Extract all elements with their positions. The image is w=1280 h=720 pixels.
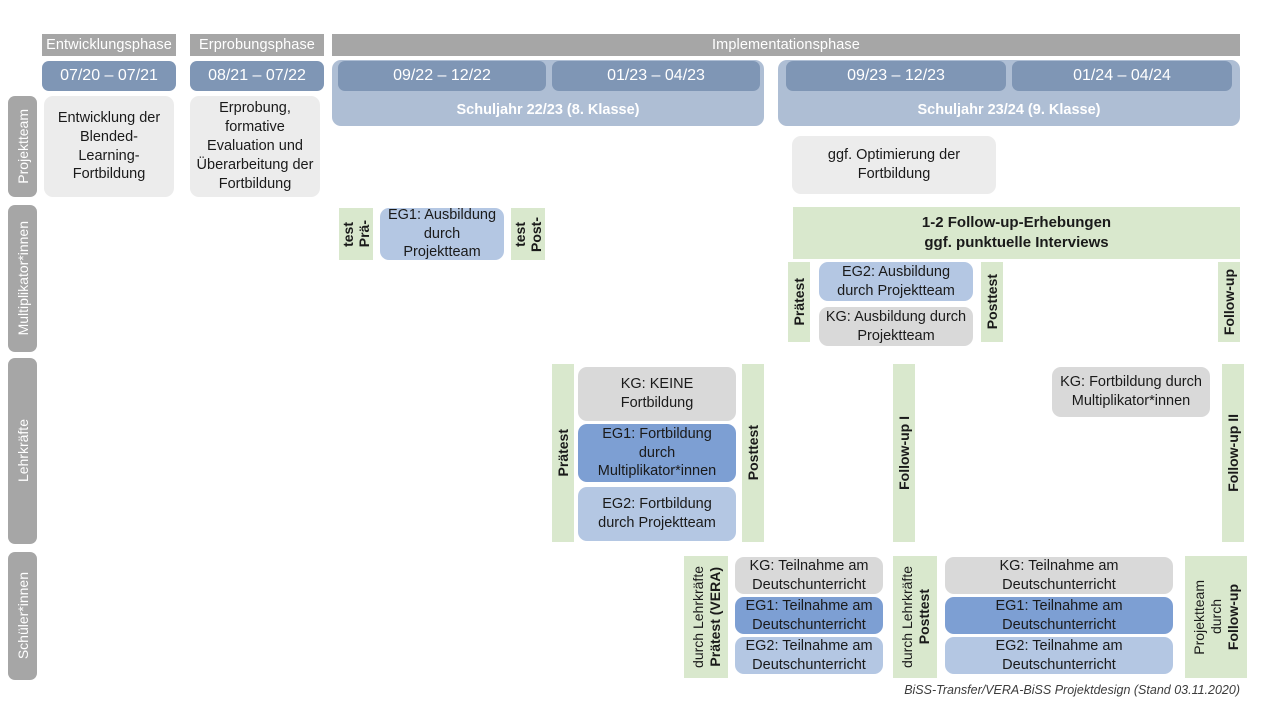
schueler-praetest-vera-bar: Prätest (VERA) durch Lehrkräfte xyxy=(684,556,728,678)
period-label: 07/20 – 07/21 xyxy=(60,67,158,84)
footer-source-note: BiSS-Transfer/VERA-BiSS Projektdesign (S… xyxy=(904,683,1240,697)
multiplikatoren-praetest-bar-2: Prätest xyxy=(788,262,810,342)
period-chip-0720-0721: 07/20 – 07/21 xyxy=(42,61,176,91)
school-year-label: Schuljahr 23/24 (9. Klasse) xyxy=(917,102,1101,118)
phase-header-implementationsphase: Implementationsphase xyxy=(332,34,1240,56)
multiplikatoren-praetest-bar-1: Prä- test xyxy=(339,208,373,260)
period-chip-0821-0722: 08/21 – 07/22 xyxy=(190,61,324,91)
schueler-eg2-teilnahme-box-a: EG2: Teilnahme am Deutschunterricht xyxy=(735,637,883,674)
period-label: 01/24 – 04/24 xyxy=(1073,67,1171,84)
schueler-followup-bar: Follow-up durch Projektteam xyxy=(1185,556,1247,678)
lehrkraefte-posttest-bar: Posttest xyxy=(742,364,764,542)
schueler-eg1-teilnahme-box-a: EG1: Teilnahme am Deutschunterricht xyxy=(735,597,883,634)
lehrkraefte-followup-2-bar: Follow-up II xyxy=(1222,364,1244,542)
period-chip-0124-0424: 01/24 – 04/24 xyxy=(1012,61,1232,91)
period-label: 08/21 – 07/22 xyxy=(208,67,306,84)
projektteam-box-erprobung: Erprobung, formative Evaluation und Über… xyxy=(190,96,320,197)
multiplikatoren-posttest-bar-1: Post- test xyxy=(511,208,545,260)
schueler-kg-teilnahme-box-b: KG: Teilnahme am Deutschunterricht xyxy=(945,557,1173,594)
banner-line-1: 1-2 Follow-up-Erhebungen xyxy=(921,213,1112,231)
period-label: 09/23 – 12/23 xyxy=(847,67,945,84)
banner-line-2: ggf. punktuelle Interviews xyxy=(924,234,1109,251)
projektteam-box-entwicklung: Entwicklung der Blended-Learning-Fortbil… xyxy=(44,96,174,197)
schueler-eg2-teilnahme-box-b: EG2: Teilnahme am Deutschunterricht xyxy=(945,637,1173,674)
school-year-label: Schuljahr 22/23 (8. Klasse) xyxy=(456,102,640,118)
projektteam-box-optimierung: ggf. Optimierung der Fortbildung xyxy=(792,136,996,194)
multiplikatoren-posttest-bar-2: Posttest xyxy=(981,262,1003,342)
phase-label: Entwicklungsphase xyxy=(46,37,172,53)
lehrkraefte-praetest-bar: Prätest xyxy=(552,364,574,542)
row-label-schuelerinnen: Schüler*innen xyxy=(8,552,37,680)
lehrkraefte-kg-fortbildung-multiplikatoren-box: KG: Fortbildung durch Multiplikator*inne… xyxy=(1052,367,1210,417)
period-label: 09/22 – 12/22 xyxy=(393,67,491,84)
period-chip-0923-1223: 09/23 – 12/23 xyxy=(786,61,1006,91)
period-chip-0922-1222: 09/22 – 12/22 xyxy=(338,61,546,91)
schueler-kg-teilnahme-box-a: KG: Teilnahme am Deutschunterricht xyxy=(735,557,883,594)
schueler-posttest-bar: Posttest durch Lehrkräfte xyxy=(893,556,937,678)
row-label-multiplikatorinnen: Multiplikator*innen xyxy=(8,205,37,352)
lehrkraefte-followup-1-bar: Follow-up I xyxy=(893,364,915,542)
phase-header-erprobungsphase: Erprobungsphase xyxy=(190,34,324,56)
lehrkraefte-eg1-fortbildung-box: EG1: Fortbildung durch Multiplikator*inn… xyxy=(578,424,736,482)
lehrkraefte-kg-keine-fortbildung-box: KG: KEINE Fortbildung xyxy=(578,367,736,421)
multiplikatoren-followup-bar: Follow-up xyxy=(1218,262,1240,342)
multiplikatoren-kg-ausbildung-box: KG: Ausbildung durch Projektteam xyxy=(819,307,973,346)
lehrkraefte-eg2-fortbildung-box: EG2: Fortbildung durch Projektteam xyxy=(578,487,736,541)
period-label: 01/23 – 04/23 xyxy=(607,67,705,84)
phase-header-entwicklungsphase: Entwicklungsphase xyxy=(42,34,176,56)
multiplikatoren-eg1-ausbildung-box: EG1: Ausbildung durch Projektteam xyxy=(380,207,504,260)
period-chip-0123-0423: 01/23 – 04/23 xyxy=(552,61,760,91)
phase-label: Erprobungsphase xyxy=(199,37,315,53)
multiplikatoren-eg2-ausbildung-box: EG2: Ausbildung durch Projektteam xyxy=(819,262,973,301)
schueler-eg1-teilnahme-box-b: EG1: Teilnahme am Deutschunterricht xyxy=(945,597,1173,634)
multiplikatoren-followup-banner: 1-2 Follow-up-Erhebungen ggf. punktuelle… xyxy=(793,207,1240,259)
row-label-lehrkraefte: Lehrkräfte xyxy=(8,358,37,544)
row-label-projektteam: Projektteam xyxy=(8,96,37,197)
phase-label: Implementationsphase xyxy=(712,37,860,53)
